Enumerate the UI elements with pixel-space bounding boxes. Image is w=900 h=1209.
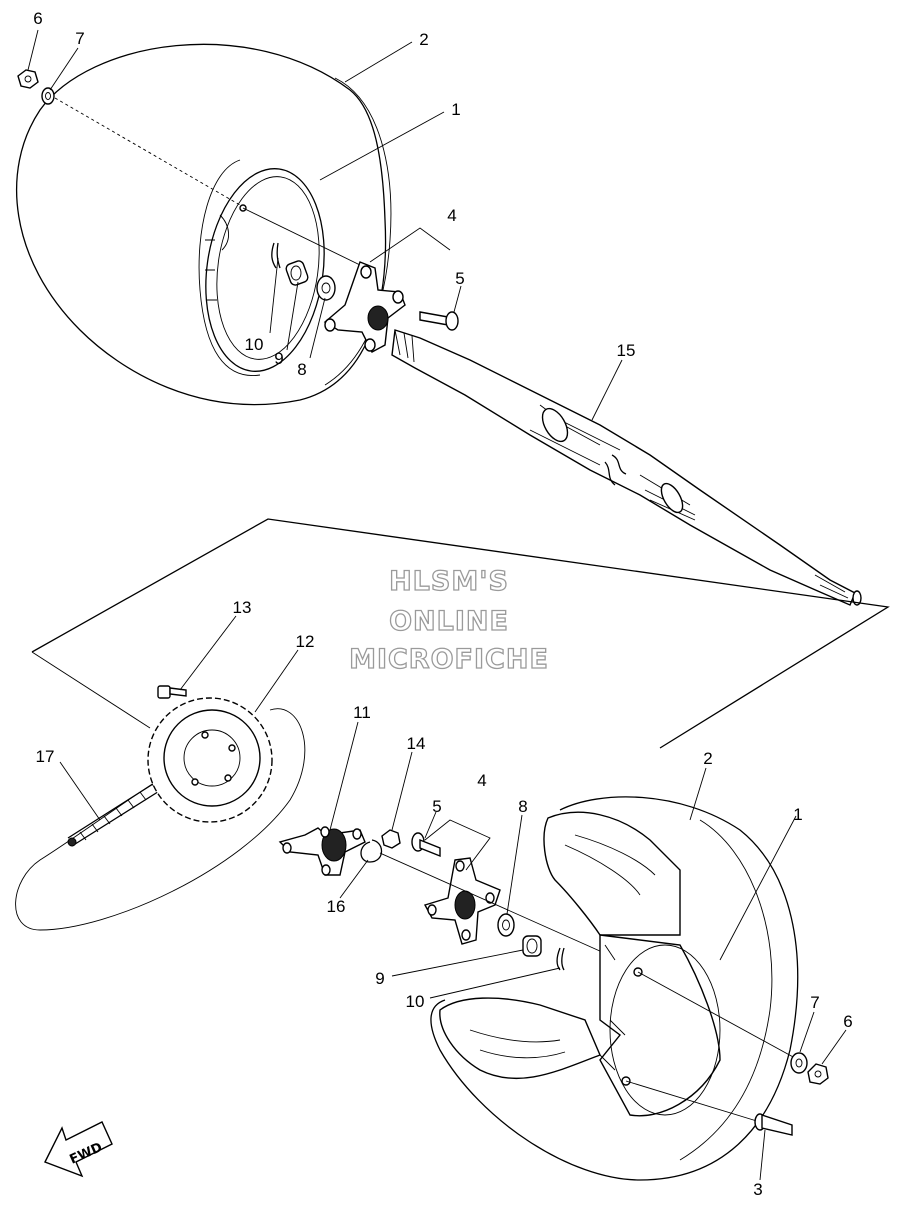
callout-bottom-cotter: 10 bbox=[406, 992, 425, 1011]
top-nut bbox=[17, 69, 39, 89]
fwd-arrow-icon: FWD bbox=[44, 1121, 113, 1178]
top-plain-washer bbox=[316, 275, 336, 301]
bottom-washer bbox=[790, 1052, 808, 1074]
leader-lines bbox=[27, 29, 847, 1181]
watermark-line-2: ONLINE bbox=[389, 606, 509, 637]
chain-loop bbox=[15, 708, 306, 931]
axle bbox=[391, 329, 862, 606]
circlip bbox=[360, 839, 383, 863]
callout-hub-nut: 14 bbox=[407, 734, 426, 753]
callout-bottom-plain-washer: 8 bbox=[518, 797, 527, 816]
callout-bottom-bolt: 5 bbox=[432, 797, 441, 816]
bottom-nut bbox=[807, 1063, 829, 1085]
callout-top-nut: 6 bbox=[33, 9, 42, 28]
callout-bottom-tire: 2 bbox=[703, 749, 712, 768]
callout-top-wheel: 1 bbox=[451, 100, 460, 119]
sprocket bbox=[147, 697, 273, 823]
callout-axle: 15 bbox=[617, 341, 636, 360]
sprocket-hub bbox=[278, 826, 366, 876]
bottom-castle-nut bbox=[522, 935, 542, 957]
bottom-cotter-pin bbox=[556, 947, 565, 971]
callout-bottom-nut: 6 bbox=[843, 1012, 852, 1031]
top-tire bbox=[16, 43, 392, 406]
top-cotter-pin bbox=[271, 242, 281, 269]
callout-sprocket-bolt: 13 bbox=[233, 598, 252, 617]
valve-stem bbox=[754, 1113, 793, 1136]
watermark-line-1: HLSM'S bbox=[389, 566, 509, 597]
hub-nut bbox=[381, 829, 401, 849]
callout-bottom-hub: 4 bbox=[477, 771, 486, 790]
callout-bottom-wheel: 1 bbox=[793, 805, 802, 824]
bottom-plain-washer bbox=[497, 913, 515, 937]
bottom-bolt bbox=[411, 832, 441, 858]
bottom-hub bbox=[423, 857, 501, 945]
reference-plane bbox=[31, 518, 890, 749]
watermark: HLSM'S ONLINE MICROFICHE bbox=[348, 565, 549, 675]
callout-chain: 17 bbox=[36, 747, 55, 766]
callout-valve: 3 bbox=[753, 1180, 762, 1199]
callout-top-plain-washer: 8 bbox=[297, 360, 306, 379]
top-washer bbox=[41, 87, 55, 105]
callout-circlip: 16 bbox=[327, 897, 346, 916]
callout-sprocket: 12 bbox=[296, 632, 315, 651]
top-castle-nut bbox=[285, 260, 309, 286]
callout-top-castle-nut: 9 bbox=[274, 349, 283, 368]
top-bolt bbox=[419, 311, 459, 331]
callout-bottom-castle-nut: 9 bbox=[375, 969, 384, 988]
watermark-line-3: MICROFICHE bbox=[349, 644, 549, 675]
bottom-tire bbox=[430, 796, 799, 1181]
callout-top-washer: 7 bbox=[75, 29, 84, 48]
callout-top-hub: 4 bbox=[447, 206, 456, 225]
callout-sprocket-hub: 11 bbox=[353, 703, 371, 722]
top-hub bbox=[323, 261, 406, 353]
callout-top-bolt: 5 bbox=[455, 269, 464, 288]
callout-top-cotter: 10 bbox=[245, 335, 264, 354]
callout-labels: 6 7 2 1 4 5 10 9 8 15 13 12 17 11 14 16 … bbox=[33, 9, 852, 1199]
callout-top-tire: 2 bbox=[419, 30, 428, 49]
callout-bottom-washer: 7 bbox=[810, 993, 819, 1012]
